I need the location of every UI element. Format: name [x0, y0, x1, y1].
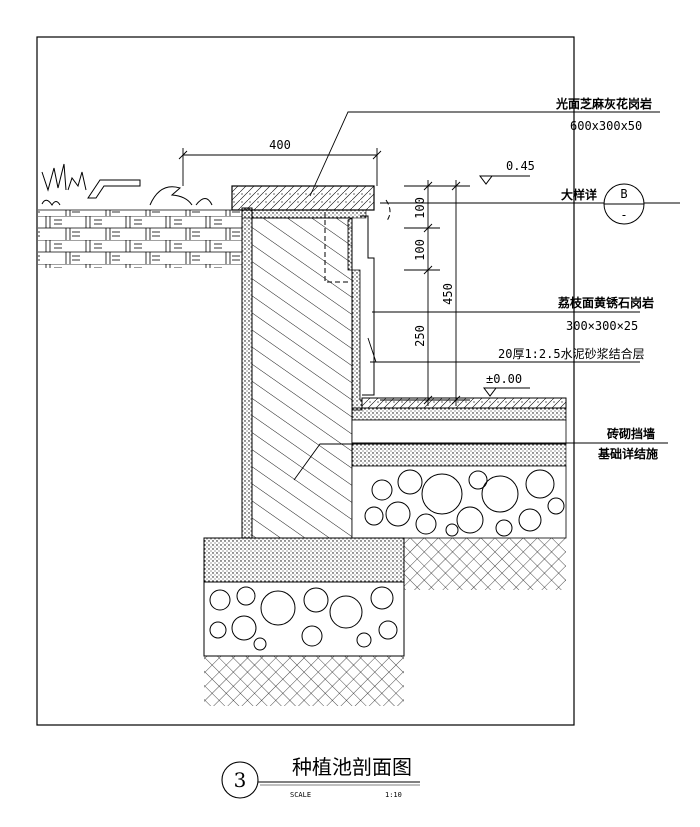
- gravel-right: [364, 469, 565, 537]
- scale-label: SCALE: [290, 791, 311, 799]
- retaining-wall: [241, 207, 375, 539]
- dim-width-400: 400: [269, 138, 291, 152]
- plant-sketch: [41, 163, 213, 206]
- veneer-name-label: 荔枝面黄锈石岗岩: [557, 295, 654, 310]
- dim-100-upper: 100: [413, 197, 427, 219]
- planting-soil: [38, 209, 242, 268]
- elev-zero: ±0.00: [486, 372, 522, 386]
- detail-sheet: -: [620, 208, 627, 222]
- coping-name-label: 光面芝麻灰花岗岩: [555, 96, 652, 111]
- ground-right: [404, 538, 566, 590]
- scale-value: 1:10: [385, 791, 402, 799]
- elev-top: 0.45: [506, 159, 535, 173]
- drawing-number: 3: [234, 768, 247, 792]
- coping-stone: [231, 185, 375, 211]
- drawing-title: 种植池剖面图: [292, 755, 412, 779]
- drawing-frame: [36, 36, 575, 726]
- dashed-outline: [324, 199, 391, 283]
- wall-label: 砖砌挡墙: [607, 426, 655, 441]
- leader-lines: [293, 111, 680, 481]
- detail-callout: B -: [603, 183, 645, 225]
- footing: [203, 537, 405, 706]
- dimension-lines: [178, 148, 470, 406]
- mortar-label: 20厚1:2.5水泥砂浆结合层: [498, 346, 645, 361]
- veneer-size-label: 300×300×25: [566, 319, 638, 333]
- dim-450: 450: [441, 283, 455, 305]
- pavement-layers: [351, 397, 567, 539]
- gravel-footing: [209, 586, 398, 651]
- dim-100-lower: 100: [413, 239, 427, 261]
- title-block: 3 种植池剖面图 SCALE 1:10: [221, 755, 420, 799]
- detail-ref-label: 大样详: [561, 187, 597, 202]
- detail-letter: B: [620, 187, 627, 201]
- elevation-markers: [479, 175, 530, 397]
- dim-250: 250: [413, 325, 427, 347]
- foundation-label: 基础详结施: [597, 446, 658, 461]
- coping-size-label: 600x300x50: [570, 119, 642, 133]
